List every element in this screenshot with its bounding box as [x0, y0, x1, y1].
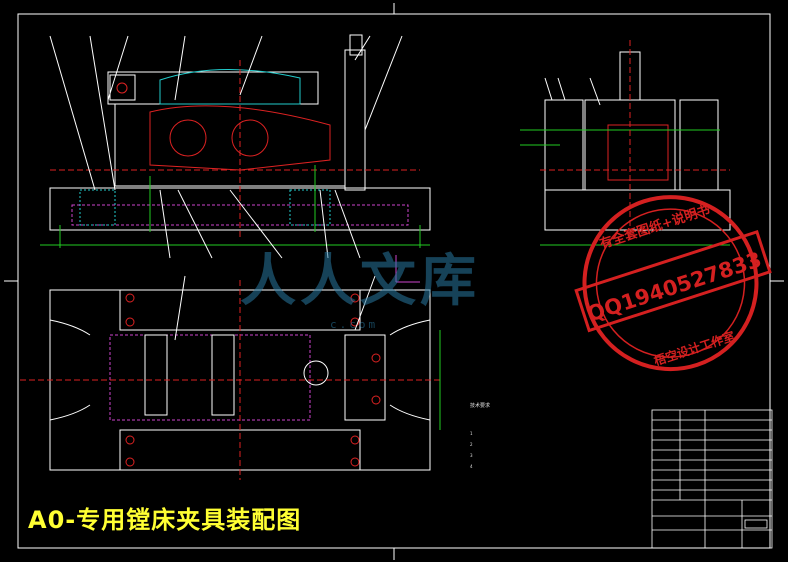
title-block — [651, 409, 773, 549]
watermark-brand: 人人文库 — [240, 249, 480, 314]
note-item: 1 — [470, 431, 473, 436]
note-item: 3 — [470, 453, 473, 458]
stamp-text-layer: 有全套图纸+说明书 QQ1940527833 梧空设计工作室 — [584, 202, 764, 369]
note-item: 2 — [470, 442, 473, 447]
watermark-url: c.com — [330, 318, 379, 331]
notes-title: 技术要求 — [470, 403, 491, 409]
technical-notes: 技术要求 1 2 3 4 — [470, 402, 490, 469]
note-item: 4 — [470, 464, 473, 469]
top-view — [20, 255, 441, 480]
stamp-phone: QQ1940527833 — [584, 247, 764, 326]
seal-stamp — [574, 195, 772, 372]
stamp-top-text: 有全套图纸+说明书 — [598, 202, 712, 253]
front-view — [40, 34, 431, 259]
drawing-caption: A0-专用镗床夹具装配图 — [28, 506, 302, 534]
stamp-bottom-text: 梧空设计工作室 — [652, 328, 737, 368]
